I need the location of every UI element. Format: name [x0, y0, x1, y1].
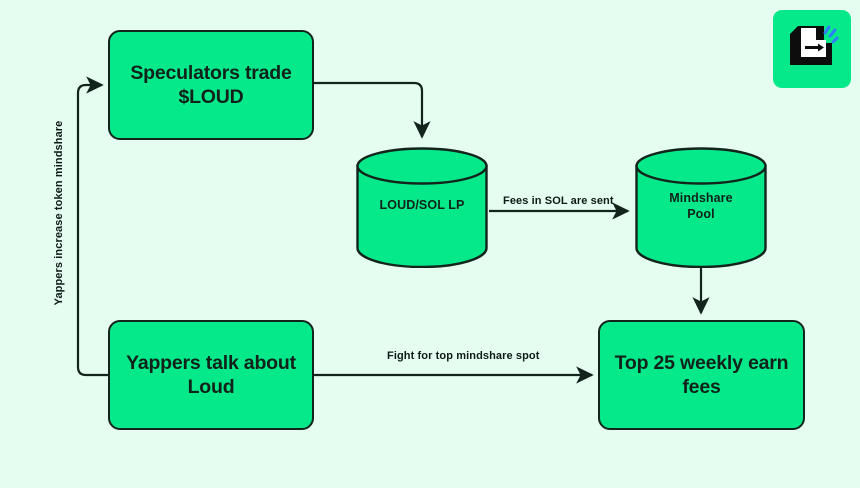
- logo-glyph: [790, 25, 839, 65]
- node-speculators-line1: Speculators trade: [130, 61, 292, 84]
- arrow-right-icon: [805, 43, 824, 52]
- edge-yappers-to-speculators: [76, 76, 108, 377]
- node-speculators-line2: $LOUD: [178, 86, 244, 108]
- node-yappers-label: Yappers talk about Loud: [126, 351, 296, 400]
- node-yappers-talk-about-loud[interactable]: Yappers talk about Loud: [108, 320, 314, 430]
- node-top25-label: Top 25 weekly earn fees: [615, 351, 789, 400]
- cylinder-shape: [356, 147, 488, 268]
- edge-label-fight-for-top-mindshare-spot: Fight for top mindshare spot: [387, 350, 540, 362]
- sparkle-icon: [823, 25, 839, 44]
- node-top25-line2: fees: [682, 376, 721, 398]
- document-arrow-logo[interactable]: [773, 10, 851, 88]
- node-yappers-line2: Loud: [187, 376, 235, 398]
- edge-label-yappers-increase-token-mindshare: Yappers increase token mindshare: [53, 120, 65, 306]
- node-mindshare-pool-cylinder[interactable]: Mindshare Pool: [634, 146, 768, 268]
- edge-speculators-to-lp: [314, 81, 431, 139]
- cylinder-shape: [635, 147, 767, 268]
- node-speculators-label: Speculators trade $LOUD: [130, 61, 292, 110]
- node-loud-sol-lp-cylinder[interactable]: LOUD/SOL LP: [355, 146, 489, 268]
- node-speculators-trade-loud[interactable]: Speculators trade $LOUD: [108, 30, 314, 140]
- edge-label-fees-in-sol-are-sent: Fees in SOL are sent: [503, 195, 614, 207]
- node-top-25-weekly-earn-fees[interactable]: Top 25 weekly earn fees: [598, 320, 805, 430]
- node-top25-line1: Top 25 weekly earn: [614, 351, 789, 374]
- node-yappers-line1: Yappers talk about: [126, 351, 296, 374]
